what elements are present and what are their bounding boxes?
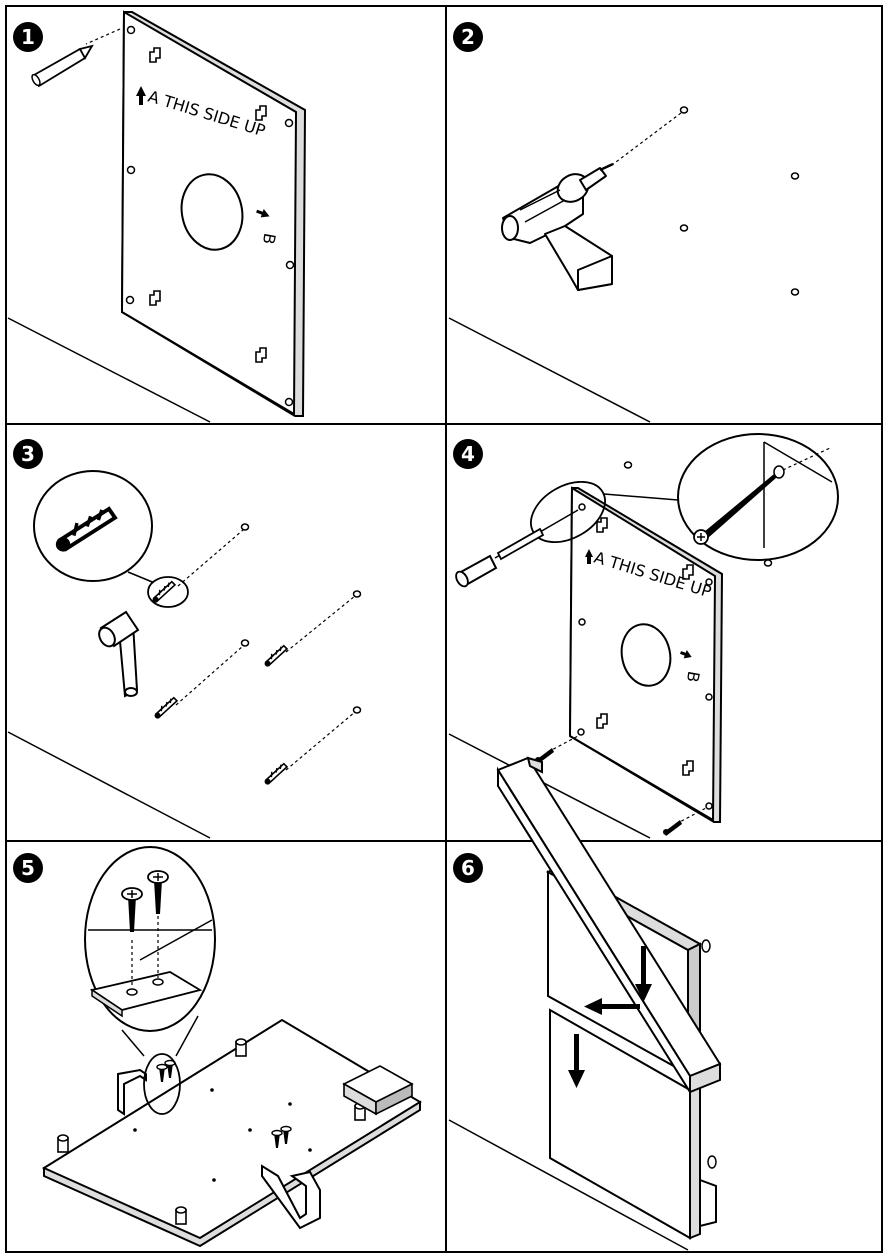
drill-hole: [679, 106, 689, 114]
arrow-up-icon: [136, 86, 146, 105]
mounting-plate: A THIS SIDE UP B: [120, 10, 307, 417]
screw-zoom-callout: [84, 846, 216, 1032]
step-number: 1: [21, 25, 35, 49]
hammer-icon: [98, 610, 140, 698]
step-4-panel: 4 A THIS SIDE UP B: [448, 433, 839, 839]
side-label: B: [259, 232, 280, 246]
wall-anchor-icon: [150, 696, 182, 721]
step-number: 4: [461, 442, 475, 466]
arrow-side-icon: [680, 649, 692, 659]
step-3-panel: 3: [7, 439, 362, 839]
step-2-panel: 2: [448, 22, 800, 423]
panel-grid: [5, 5, 883, 1253]
step-number: 3: [21, 442, 35, 466]
step-number-badge: 5: [13, 853, 43, 883]
screw-icon: [147, 870, 169, 914]
mounting-plate: [549, 1008, 717, 1240]
wall-anchor-zoom-callout: [33, 470, 163, 587]
step-number-badge: 4: [453, 439, 483, 469]
drill-hole: [790, 172, 800, 180]
screw-icon: [121, 887, 143, 932]
side-label: B: [683, 670, 704, 684]
mounting-bracket: [496, 756, 722, 1096]
arrow-side-icon: [256, 208, 270, 218]
screw-icon: [693, 474, 776, 545]
screw-icon: [663, 807, 707, 836]
pencil-icon: [31, 28, 121, 88]
step-number: 6: [461, 856, 475, 880]
step-number-badge: 1: [13, 22, 43, 52]
circuit-board: [41, 1018, 422, 1248]
screw-icon: [535, 735, 579, 764]
arrow-left-icon: [584, 998, 640, 1015]
step-6-panel: 6: [448, 756, 722, 1251]
step-number: 5: [21, 856, 35, 880]
drill-icon: [501, 162, 614, 291]
step-number: 2: [461, 25, 475, 49]
screw-zoom-callout: [677, 433, 839, 561]
step-number-badge: 3: [13, 439, 43, 469]
step-number-badge: 2: [453, 22, 483, 52]
step-1-panel: 1 A THIS SIDE UP B: [7, 10, 307, 423]
drill-hole: [679, 224, 689, 232]
screw-icon: [156, 1059, 176, 1083]
arrow-down-icon: [635, 946, 652, 1002]
wall-anchor-icon: [260, 762, 292, 787]
step-5-panel: 5: [13, 846, 422, 1248]
drill-hole: [790, 288, 800, 296]
mounting-plate: A THIS SIDE UP B: [568, 486, 724, 823]
mounting-bracket: [117, 1068, 321, 1230]
arrow-down-icon: [568, 1034, 585, 1088]
wall-anchor-icon: [260, 644, 292, 669]
screwdriver-icon: [455, 509, 579, 588]
step-number-badge: 6: [453, 853, 483, 883]
arrow-up-icon: [585, 549, 593, 564]
